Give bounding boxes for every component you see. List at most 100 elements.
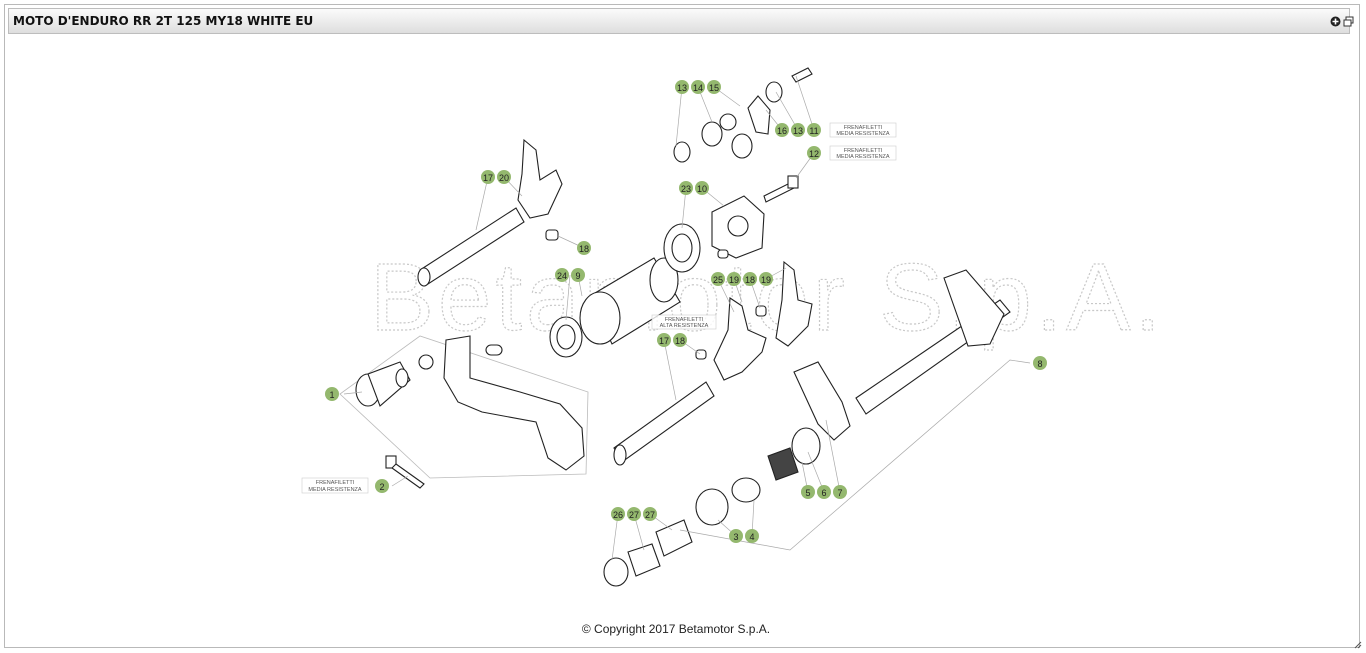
- part-13-washer: [673, 141, 691, 163]
- part-roller-18: [545, 229, 559, 241]
- callout-14[interactable]: 14: [691, 80, 705, 94]
- part-27-bushing-a: [655, 519, 693, 557]
- svg-text:13: 13: [677, 83, 687, 93]
- part-13-washer-b: [765, 81, 783, 103]
- svg-text:26: 26: [613, 510, 623, 520]
- svg-text:23: 23: [681, 184, 691, 194]
- note-threadlocker-12: FRENAFILETTI MEDIA RESISTENZA: [829, 145, 897, 161]
- callout-23[interactable]: 23: [679, 181, 693, 195]
- part-3-washer: [695, 488, 729, 526]
- part-26-seal: [603, 557, 629, 587]
- part-2-bolt: [385, 455, 425, 489]
- callout-16[interactable]: 16: [775, 123, 789, 137]
- callout-18-top[interactable]: 18: [577, 241, 591, 255]
- part-1-sleeve: [355, 361, 411, 407]
- callout-2[interactable]: 2: [375, 479, 389, 493]
- model-title: MOTO D'ENDURO RR 2T 125 MY18 WHITE EU: [13, 14, 314, 28]
- callout-19-b[interactable]: 19: [759, 272, 773, 286]
- callout-3[interactable]: 3: [729, 529, 743, 543]
- callout-7[interactable]: 7: [833, 485, 847, 499]
- svg-text:27: 27: [629, 510, 639, 520]
- callout-13-top[interactable]: 13: [675, 80, 689, 94]
- part-15-bushing: [731, 133, 753, 159]
- callout-10[interactable]: 10: [695, 181, 709, 195]
- resize-grip-icon[interactable]: [1354, 641, 1362, 649]
- svg-text:15: 15: [709, 83, 719, 93]
- callout-9[interactable]: 9: [571, 268, 585, 282]
- svg-text:10: 10: [697, 184, 707, 194]
- svg-text:ALTA RESISTENZA: ALTA RESISTENZA: [660, 323, 709, 329]
- callout-13-right[interactable]: 13: [791, 123, 805, 137]
- svg-text:4: 4: [749, 532, 754, 542]
- part-fork-middle-b: [775, 260, 813, 347]
- callout-19-a[interactable]: 19: [727, 272, 741, 286]
- callout-4[interactable]: 4: [745, 529, 759, 543]
- callout-15[interactable]: 15: [707, 80, 721, 94]
- callout-8[interactable]: 8: [1033, 356, 1047, 370]
- callout-11[interactable]: 11: [807, 123, 821, 137]
- svg-text:18: 18: [579, 244, 589, 254]
- svg-text:1: 1: [329, 390, 334, 400]
- callout-1[interactable]: 1: [325, 387, 339, 401]
- pedal-group-frame: [339, 335, 589, 479]
- part-fork-middle-a: [713, 297, 767, 381]
- svg-text:18: 18: [675, 336, 685, 346]
- svg-text:8: 8: [1037, 359, 1042, 369]
- svg-text:11: 11: [809, 126, 818, 136]
- part-pin: [485, 344, 503, 356]
- svg-text:6: 6: [821, 488, 826, 498]
- callout-24[interactable]: 24: [555, 268, 569, 282]
- svg-text:FRENAFILETTI: FRENAFILETTI: [665, 317, 704, 323]
- popout-window-icon[interactable]: [1343, 16, 1354, 27]
- part-selector-star: [711, 195, 765, 259]
- svg-text:25: 25: [713, 275, 723, 285]
- part-5-spring: [767, 447, 799, 481]
- diagram-watermark: Betamotor S.p.A.: [370, 244, 1165, 351]
- svg-text:17: 17: [659, 336, 669, 346]
- callout-12[interactable]: 12: [807, 146, 821, 160]
- svg-text:24: 24: [557, 271, 567, 281]
- panel-header: MOTO D'ENDURO RR 2T 125 MY18 WHITE EU: [8, 8, 1354, 34]
- part-ring: [418, 354, 434, 370]
- svg-text:13: 13: [793, 126, 803, 136]
- plus-circle-icon[interactable]: [1330, 16, 1341, 27]
- callout-27-b[interactable]: 27: [643, 507, 657, 521]
- svg-text:FRENAFILETTI: FRENAFILETTI: [316, 480, 355, 486]
- callout-17-top[interactable]: 17: [481, 170, 495, 184]
- svg-text:MEDIA RESISTENZA: MEDIA RESISTENZA: [308, 487, 362, 493]
- svg-text:FRENAFILETTI: FRENAFILETTI: [844, 148, 883, 154]
- callout-17-lower[interactable]: 17: [657, 333, 671, 347]
- svg-text:MEDIA RESISTENZA: MEDIA RESISTENZA: [836, 131, 890, 137]
- svg-text:2: 2: [379, 482, 384, 492]
- callout-5[interactable]: 5: [801, 485, 815, 499]
- callout-6[interactable]: 6: [817, 485, 831, 499]
- note-threadlocker-11: FRENAFILETTI MEDIA RESISTENZA: [829, 122, 897, 138]
- svg-text:9: 9: [575, 271, 580, 281]
- exploded-view-diagram: Betamotor S.p.A.: [301, 67, 1165, 587]
- part-7-plate: [793, 361, 851, 441]
- note-threadlocker-2: FRENAFILETTI MEDIA RESISTENZA: [301, 477, 369, 494]
- part-14-ring: [701, 121, 723, 147]
- svg-text:5: 5: [805, 488, 810, 498]
- svg-text:19: 19: [729, 275, 739, 285]
- svg-text:20: 20: [499, 173, 509, 183]
- part-fork-upper: [517, 138, 563, 219]
- svg-text:7: 7: [837, 488, 842, 498]
- callout-18-middle[interactable]: 18: [743, 272, 757, 286]
- part-4-spring-clip: [731, 477, 761, 503]
- svg-text:FRENAFILETTI: FRENAFILETTI: [844, 125, 883, 131]
- copyright-text: © Copyright 2017 Betamotor S.p.A.: [581, 622, 771, 636]
- callout-25[interactable]: 25: [711, 272, 725, 286]
- part-16-plate: [747, 95, 771, 135]
- callout-26[interactable]: 26: [611, 507, 625, 521]
- svg-text:27: 27: [645, 510, 655, 520]
- svg-text:16: 16: [777, 126, 787, 136]
- part-shift-rod-lower: [613, 381, 715, 463]
- svg-text:12: 12: [809, 149, 819, 159]
- callout-20[interactable]: 20: [497, 170, 511, 184]
- callout-18-lower[interactable]: 18: [673, 333, 687, 347]
- part-6-bushing: [791, 427, 821, 465]
- svg-text:17: 17: [483, 173, 493, 183]
- callout-27-a[interactable]: 27: [627, 507, 641, 521]
- part-27-bushing-b: [627, 543, 661, 577]
